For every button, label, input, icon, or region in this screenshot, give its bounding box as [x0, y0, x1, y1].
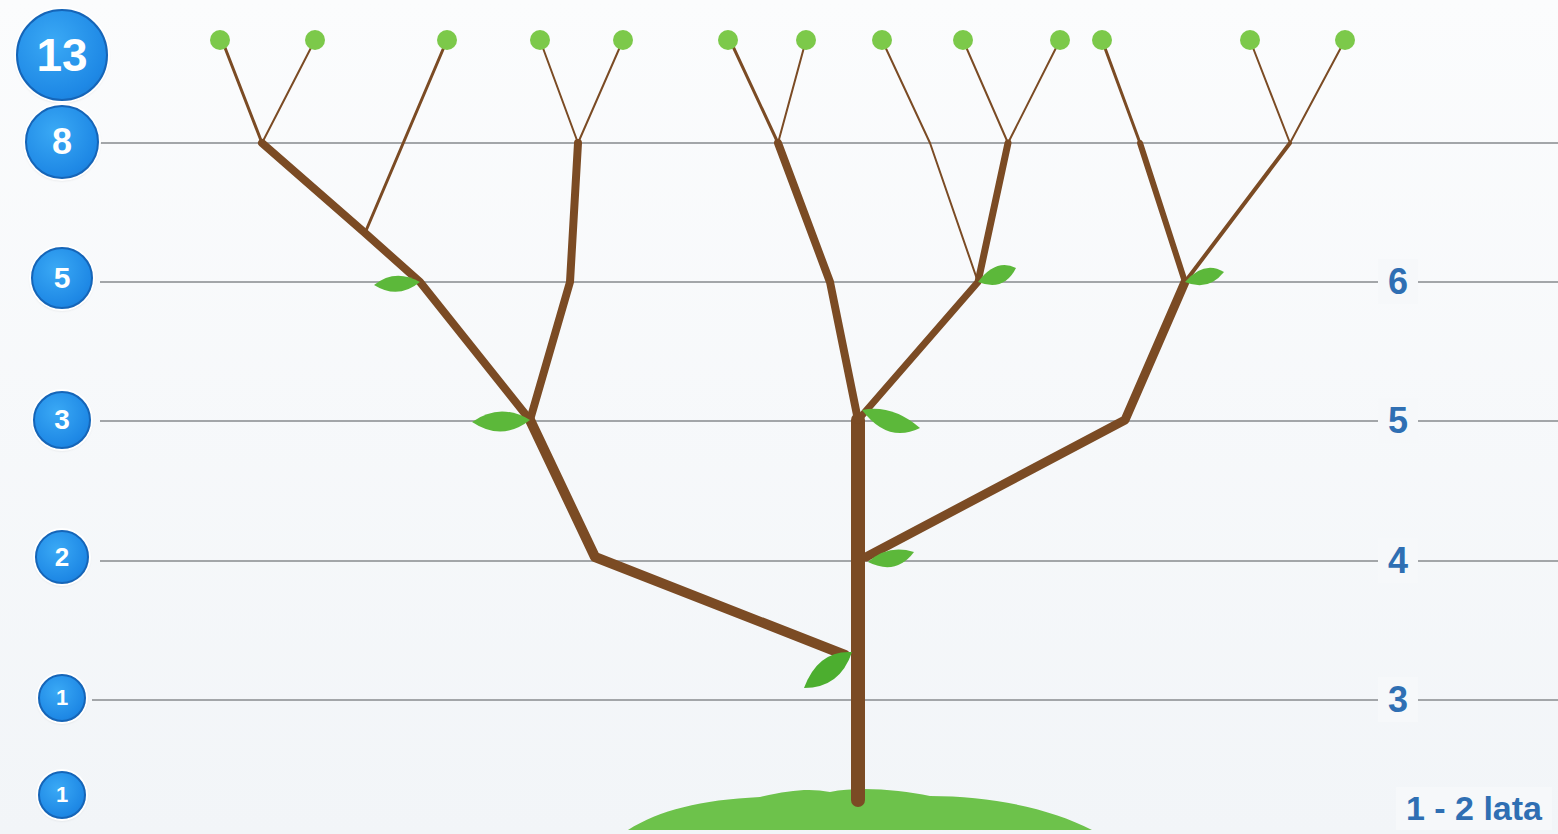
fibonacci-number: 3 — [54, 406, 70, 434]
number-circle: 13 — [16, 9, 108, 101]
year-label: 6 — [1378, 259, 1418, 304]
number-circle: 3 — [33, 391, 91, 449]
branches — [222, 40, 1345, 800]
buds — [210, 30, 1355, 50]
fibonacci-number: 1 — [56, 784, 68, 806]
year-label: 3 — [1378, 677, 1418, 722]
fibonacci-number: 8 — [52, 124, 72, 160]
year-label: 4 — [1378, 538, 1418, 583]
number-circle: 1 — [38, 771, 86, 819]
leaves — [374, 265, 1224, 688]
number-circle: 2 — [35, 530, 89, 584]
year-label: 5 — [1378, 398, 1418, 443]
fibonacci-number: 1 — [56, 687, 68, 709]
number-circle: 1 — [38, 674, 86, 722]
fibonacci-number: 13 — [36, 32, 87, 78]
guide-lines — [92, 143, 1558, 700]
fibonacci-number: 2 — [55, 544, 69, 570]
year-label: 1 - 2 lata — [1396, 787, 1552, 830]
number-circle: 8 — [25, 105, 99, 179]
fibonacci-number: 5 — [54, 263, 71, 293]
number-circle: 5 — [31, 247, 93, 309]
